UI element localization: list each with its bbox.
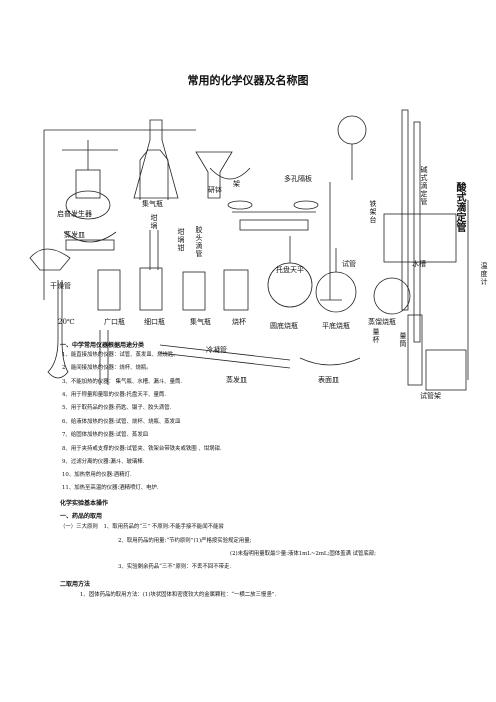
line-11: 11、加热至高温的仪器:酒精喷灯、电炉. bbox=[62, 485, 159, 491]
drying-tube bbox=[29, 248, 71, 271]
condenser bbox=[159, 344, 291, 361]
sub2-title: 二取用方法 bbox=[60, 581, 91, 588]
label-wide-bottle: 广口瓶 bbox=[104, 318, 125, 326]
rule-1: 1、取用药品的“三” 不原则:不能手接不能闻不能尝 bbox=[103, 524, 224, 530]
conical-flask bbox=[133, 119, 179, 199]
label-volume-mark: 20℃ bbox=[58, 318, 75, 326]
label-test-tube: 试管 bbox=[342, 260, 356, 268]
kipp-top bbox=[75, 169, 101, 199]
evaporating-dish bbox=[63, 231, 117, 243]
separatory-funnel bbox=[337, 115, 367, 145]
label-gasbottle: 集气瓶 bbox=[142, 200, 163, 208]
label-balance: 托盘天平 bbox=[276, 266, 304, 274]
graduated-cylinder bbox=[407, 314, 423, 386]
label-cylinder: 量筒 bbox=[399, 332, 407, 348]
sub1-title: 一、药品的取用 bbox=[60, 513, 103, 520]
method-1: 1、固体药品的取用方法：(1)块状固体和密度较大的金属颗粒：“一横二放三慢竖”. bbox=[80, 592, 277, 598]
flat-bottom-flask bbox=[315, 271, 357, 313]
rule-2: 2、取用药品的用量:“节约原则”(1)严格按实验规定用量; bbox=[118, 538, 252, 544]
gas-bottle bbox=[139, 149, 169, 200]
section2-title: 化学实验基本操作 bbox=[60, 500, 109, 507]
line-1: 1、能直接加热的仪器：试管、蒸发皿、燃烧匙。 bbox=[62, 352, 179, 358]
label-condenser: 冷凝管 bbox=[206, 346, 227, 354]
line-6: 6、给液体加热的仪器:试管、烧杯、烧瓶、蒸发皿 bbox=[62, 419, 181, 425]
label-thermometer: 温度计 bbox=[480, 262, 488, 286]
label-watch-glass: 表面皿 bbox=[318, 376, 339, 384]
rule-3: 3、实验剩余药品“三不”原则：不丢不回不带走. bbox=[118, 564, 232, 570]
watch-glass bbox=[299, 357, 361, 366]
label-tongs: 坩埚钳 bbox=[177, 228, 185, 252]
balance-base bbox=[239, 219, 309, 231]
line-3: 3、不能加热的仪器： 集气瓶、水槽、漏斗、量筒. bbox=[62, 379, 183, 385]
line-9: 9、过滤分离的仪器:漏斗、玻璃棒. bbox=[62, 459, 145, 465]
distilling-flask bbox=[373, 277, 411, 315]
water-trough bbox=[383, 213, 457, 263]
narrow-mouth-bottle bbox=[139, 267, 163, 311]
label-gas-jar: 集气瓶 bbox=[190, 318, 211, 326]
line-2: 2、能间接加热的仪器：烧杯、烧瓶。 bbox=[62, 365, 152, 371]
label-narrow-bottle: 细口瓶 bbox=[144, 318, 165, 326]
label-evap: 蒸发皿 bbox=[64, 231, 85, 239]
base-burette bbox=[401, 109, 409, 311]
label-kipp: 启普发生器 bbox=[57, 210, 92, 218]
rule-2b: (2)未指明用量取最少量:液体1mL~2mL;固体盖满 试管底部; bbox=[230, 551, 376, 557]
funnel-shape bbox=[195, 151, 233, 199]
label-stand-jia: 架 bbox=[233, 180, 240, 188]
label-evap2: 蒸发皿 bbox=[226, 376, 247, 384]
line-5: 5、用于取药品的仪器:药匙、镊子、胶头滴管. bbox=[62, 405, 172, 411]
label-distill-flask: 蒸馏烧瓶 bbox=[368, 318, 396, 326]
label-crucible: 坩埚 bbox=[150, 214, 158, 230]
wide-mouth-bottle bbox=[97, 269, 121, 311]
line-7: 7、给固体加热的仪器:试管、蒸发皿 bbox=[62, 432, 149, 438]
section1-title: 一、中学常用仪器根据用途分类 bbox=[60, 342, 145, 349]
label-drying-tube: 干燥管 bbox=[50, 282, 71, 290]
label-beaker: 烧杯 bbox=[232, 318, 246, 326]
acid-burette bbox=[413, 121, 421, 343]
line-4: 4、用于称量和量取的仪器:托盘天平、量筒. bbox=[62, 392, 166, 398]
label-perforated: 多孔隔板 bbox=[284, 175, 312, 183]
line-8: 8、用于夹持或支撑的仪器:试管夹、铁架台带铁夹或铁圈 、坩埚钳. bbox=[62, 446, 222, 452]
kipp-bulb bbox=[65, 190, 111, 220]
label-mortar: 研钵 bbox=[208, 186, 222, 194]
line-10: 10、加热常用的仪器:酒精灯. bbox=[62, 472, 132, 478]
label-iron-stand: 铁架台 bbox=[369, 200, 377, 224]
label-trough: 水槽 bbox=[412, 260, 426, 268]
sub1-principles: （一）三大原则 1、取用药品的“三” 不原则:不能手接不能闻不能尝 bbox=[60, 524, 224, 531]
volumetric-flask bbox=[47, 280, 69, 379]
label-round-flask: 圆底烧瓶 bbox=[270, 322, 298, 330]
crucible-tongs-shape bbox=[149, 230, 159, 270]
test-tube-rack bbox=[425, 349, 467, 391]
gas-jar bbox=[182, 271, 206, 311]
label-flat-flask: 平底烧瓶 bbox=[322, 322, 350, 330]
label-base-burette: 碱式滴定管 bbox=[420, 166, 428, 206]
label-measuring-cup: 量杯 bbox=[372, 328, 380, 344]
principles-label: （一）三大原则 bbox=[60, 524, 98, 530]
label-dropper: 胶头滴管 bbox=[195, 226, 203, 258]
beaker bbox=[223, 269, 249, 311]
page-title: 常用的化学仪器及名称图 bbox=[187, 74, 309, 87]
label-tube-rack: 试管架 bbox=[420, 392, 441, 400]
label-acid-burette: 酸式滴定管 bbox=[454, 182, 465, 232]
